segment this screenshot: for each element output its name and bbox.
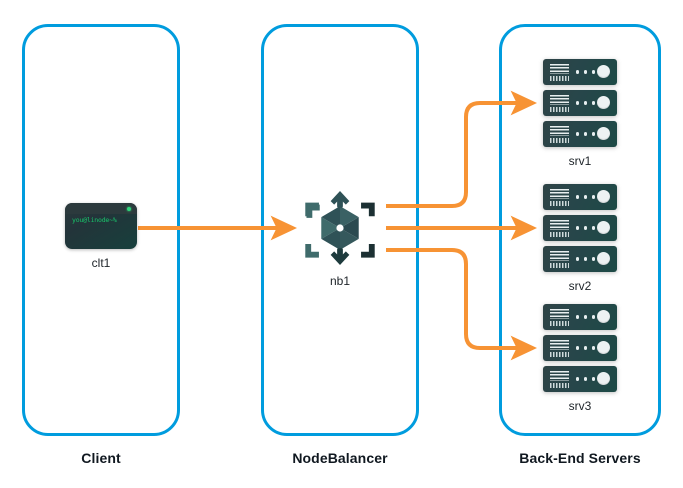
rack-grill	[550, 231, 569, 237]
rack-vents	[550, 340, 569, 350]
rack-leds	[576, 346, 595, 350]
rack-leds	[576, 377, 595, 381]
rack-vents	[550, 64, 569, 74]
rack-leds	[576, 132, 595, 136]
rack-grill	[550, 262, 569, 268]
rack-unit	[543, 90, 617, 116]
node-clt1[interactable]: you@linode~% clt1	[65, 203, 137, 270]
rack-leds	[576, 70, 595, 74]
rack-knob	[597, 252, 610, 265]
node-label-srv2: srv2	[568, 279, 592, 293]
rack-vents	[550, 126, 569, 136]
group-client	[22, 24, 180, 436]
rack-unit	[543, 184, 617, 210]
node-srv1[interactable]: srv1	[543, 59, 617, 168]
node-srv3[interactable]: srv3	[543, 304, 617, 413]
terminal-status-dot	[127, 206, 131, 211]
rack-knob	[597, 310, 610, 323]
rack-knob	[597, 127, 610, 140]
rack-unit	[543, 335, 617, 361]
server-rack-icon	[543, 59, 617, 147]
rack-knob	[597, 96, 610, 109]
rack-grill	[550, 106, 569, 112]
node-srv2[interactable]: srv2	[543, 184, 617, 293]
rack-leds	[576, 257, 595, 261]
rack-vents	[550, 95, 569, 105]
server-rack-icon	[543, 184, 617, 272]
rack-unit	[543, 246, 617, 272]
rack-unit	[543, 121, 617, 147]
rack-knob	[597, 372, 610, 385]
rack-leds	[576, 101, 595, 105]
rack-vents	[550, 309, 569, 319]
terminal-prompt-text: you@linode~%	[72, 216, 117, 224]
rack-leds	[576, 226, 595, 230]
group-label-nodebalancer: NodeBalancer	[292, 450, 388, 466]
rack-grill	[550, 382, 569, 388]
rack-grill	[550, 137, 569, 143]
node-label-srv1: srv1	[568, 154, 592, 168]
group-backend-servers	[499, 24, 661, 436]
node-nb1[interactable]: nb1	[301, 189, 379, 288]
rack-knob	[597, 190, 610, 203]
rack-unit	[543, 304, 617, 330]
rack-vents	[550, 189, 569, 199]
rack-grill	[550, 75, 569, 81]
rack-unit	[543, 59, 617, 85]
rack-vents	[550, 371, 569, 381]
rack-knob	[597, 221, 610, 234]
rack-leds	[576, 315, 595, 319]
rack-grill	[550, 200, 569, 206]
group-nodebalancer	[261, 24, 419, 436]
group-label-backend-servers: Back-End Servers	[519, 450, 641, 466]
group-label-client: Client	[81, 450, 121, 466]
node-label-nb1: nb1	[329, 274, 351, 288]
rack-leds	[576, 195, 595, 199]
rack-grill	[550, 320, 569, 326]
node-label-srv3: srv3	[568, 399, 592, 413]
terminal-icon: you@linode~%	[65, 203, 137, 249]
rack-knob	[597, 341, 610, 354]
rack-vents	[550, 220, 569, 230]
rack-vents	[550, 251, 569, 261]
rack-unit	[543, 366, 617, 392]
rack-grill	[550, 351, 569, 357]
server-rack-icon	[543, 304, 617, 392]
nodebalancer-hex-icon	[305, 190, 375, 266]
terminal-titlebar	[65, 203, 137, 214]
node-label-clt1: clt1	[91, 256, 111, 270]
rack-unit	[543, 215, 617, 241]
rack-knob	[597, 65, 610, 78]
